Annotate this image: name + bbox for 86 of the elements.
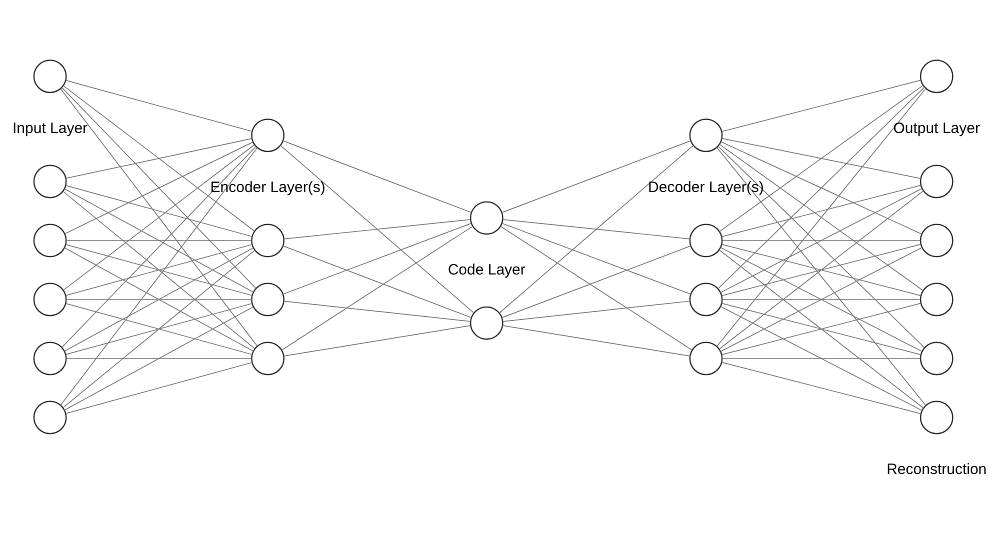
connector <box>718 87 925 290</box>
node-circle <box>251 118 285 152</box>
connector <box>720 188 922 293</box>
connector <box>721 80 922 132</box>
node-circle <box>920 342 954 376</box>
node-circle <box>33 400 67 434</box>
connector <box>66 244 253 296</box>
connector <box>722 240 921 241</box>
node-circle <box>251 342 285 376</box>
connector <box>66 303 253 355</box>
label: Code Layer <box>448 262 526 279</box>
label: Output Layer <box>893 120 980 137</box>
connector <box>61 87 256 289</box>
connector <box>722 358 921 359</box>
label: Reconstruction <box>886 461 987 478</box>
connector <box>280 145 474 314</box>
node-circle <box>689 224 723 258</box>
node-circle <box>689 342 723 376</box>
connector <box>283 325 471 356</box>
connector <box>720 306 922 411</box>
connector <box>716 147 926 406</box>
connector <box>66 185 253 237</box>
node-circle <box>33 164 67 198</box>
connector <box>720 141 922 235</box>
connector <box>61 146 256 348</box>
connector <box>502 246 692 318</box>
connector <box>718 250 924 409</box>
connector <box>62 250 256 408</box>
connector <box>502 219 690 240</box>
connector <box>64 188 254 293</box>
connector <box>66 362 253 414</box>
node-circle <box>33 224 67 258</box>
connector <box>502 140 692 213</box>
connector <box>64 247 254 352</box>
connector <box>720 247 922 352</box>
connector <box>716 88 926 347</box>
connector <box>64 142 254 234</box>
connector <box>66 358 252 359</box>
node-circle <box>470 306 504 340</box>
node-circle <box>920 164 954 198</box>
node-circle <box>920 282 954 316</box>
connector <box>282 140 472 213</box>
connector <box>502 300 690 322</box>
connector <box>62 190 256 349</box>
label: Decoder Layer(s) <box>648 178 764 196</box>
connector <box>718 146 925 348</box>
node-circle <box>920 400 954 434</box>
connector <box>64 306 254 411</box>
node-circle <box>920 224 954 258</box>
connector <box>66 80 253 132</box>
connector <box>502 325 690 356</box>
node-circle <box>470 201 504 235</box>
connector <box>721 244 922 296</box>
connector <box>718 190 924 350</box>
connector <box>502 222 692 295</box>
connector <box>281 226 474 351</box>
connector <box>66 240 252 241</box>
connector <box>66 299 252 300</box>
connector <box>284 300 471 322</box>
connector <box>721 302 922 356</box>
label: Encoder Layer(s) <box>210 178 326 196</box>
node-circle <box>251 282 285 316</box>
connector <box>66 138 252 179</box>
node-circle <box>251 224 285 258</box>
connector <box>719 84 924 232</box>
connector <box>721 184 922 238</box>
connector <box>284 219 471 240</box>
connector <box>722 138 922 179</box>
connector <box>62 85 255 232</box>
connector <box>498 145 694 314</box>
label: Input Layer <box>12 120 88 137</box>
connector <box>719 144 924 291</box>
connector <box>60 147 258 406</box>
connector <box>500 226 692 351</box>
node-circle <box>689 282 723 316</box>
node-circle <box>689 118 723 152</box>
node-circle <box>33 60 67 94</box>
connector <box>62 144 255 291</box>
connector <box>721 362 922 414</box>
connector <box>722 299 921 300</box>
node-circle <box>33 282 67 316</box>
node-circle <box>920 60 954 94</box>
connector <box>282 245 472 318</box>
node-circle <box>33 342 67 376</box>
connector <box>282 222 472 295</box>
connector <box>60 88 258 347</box>
